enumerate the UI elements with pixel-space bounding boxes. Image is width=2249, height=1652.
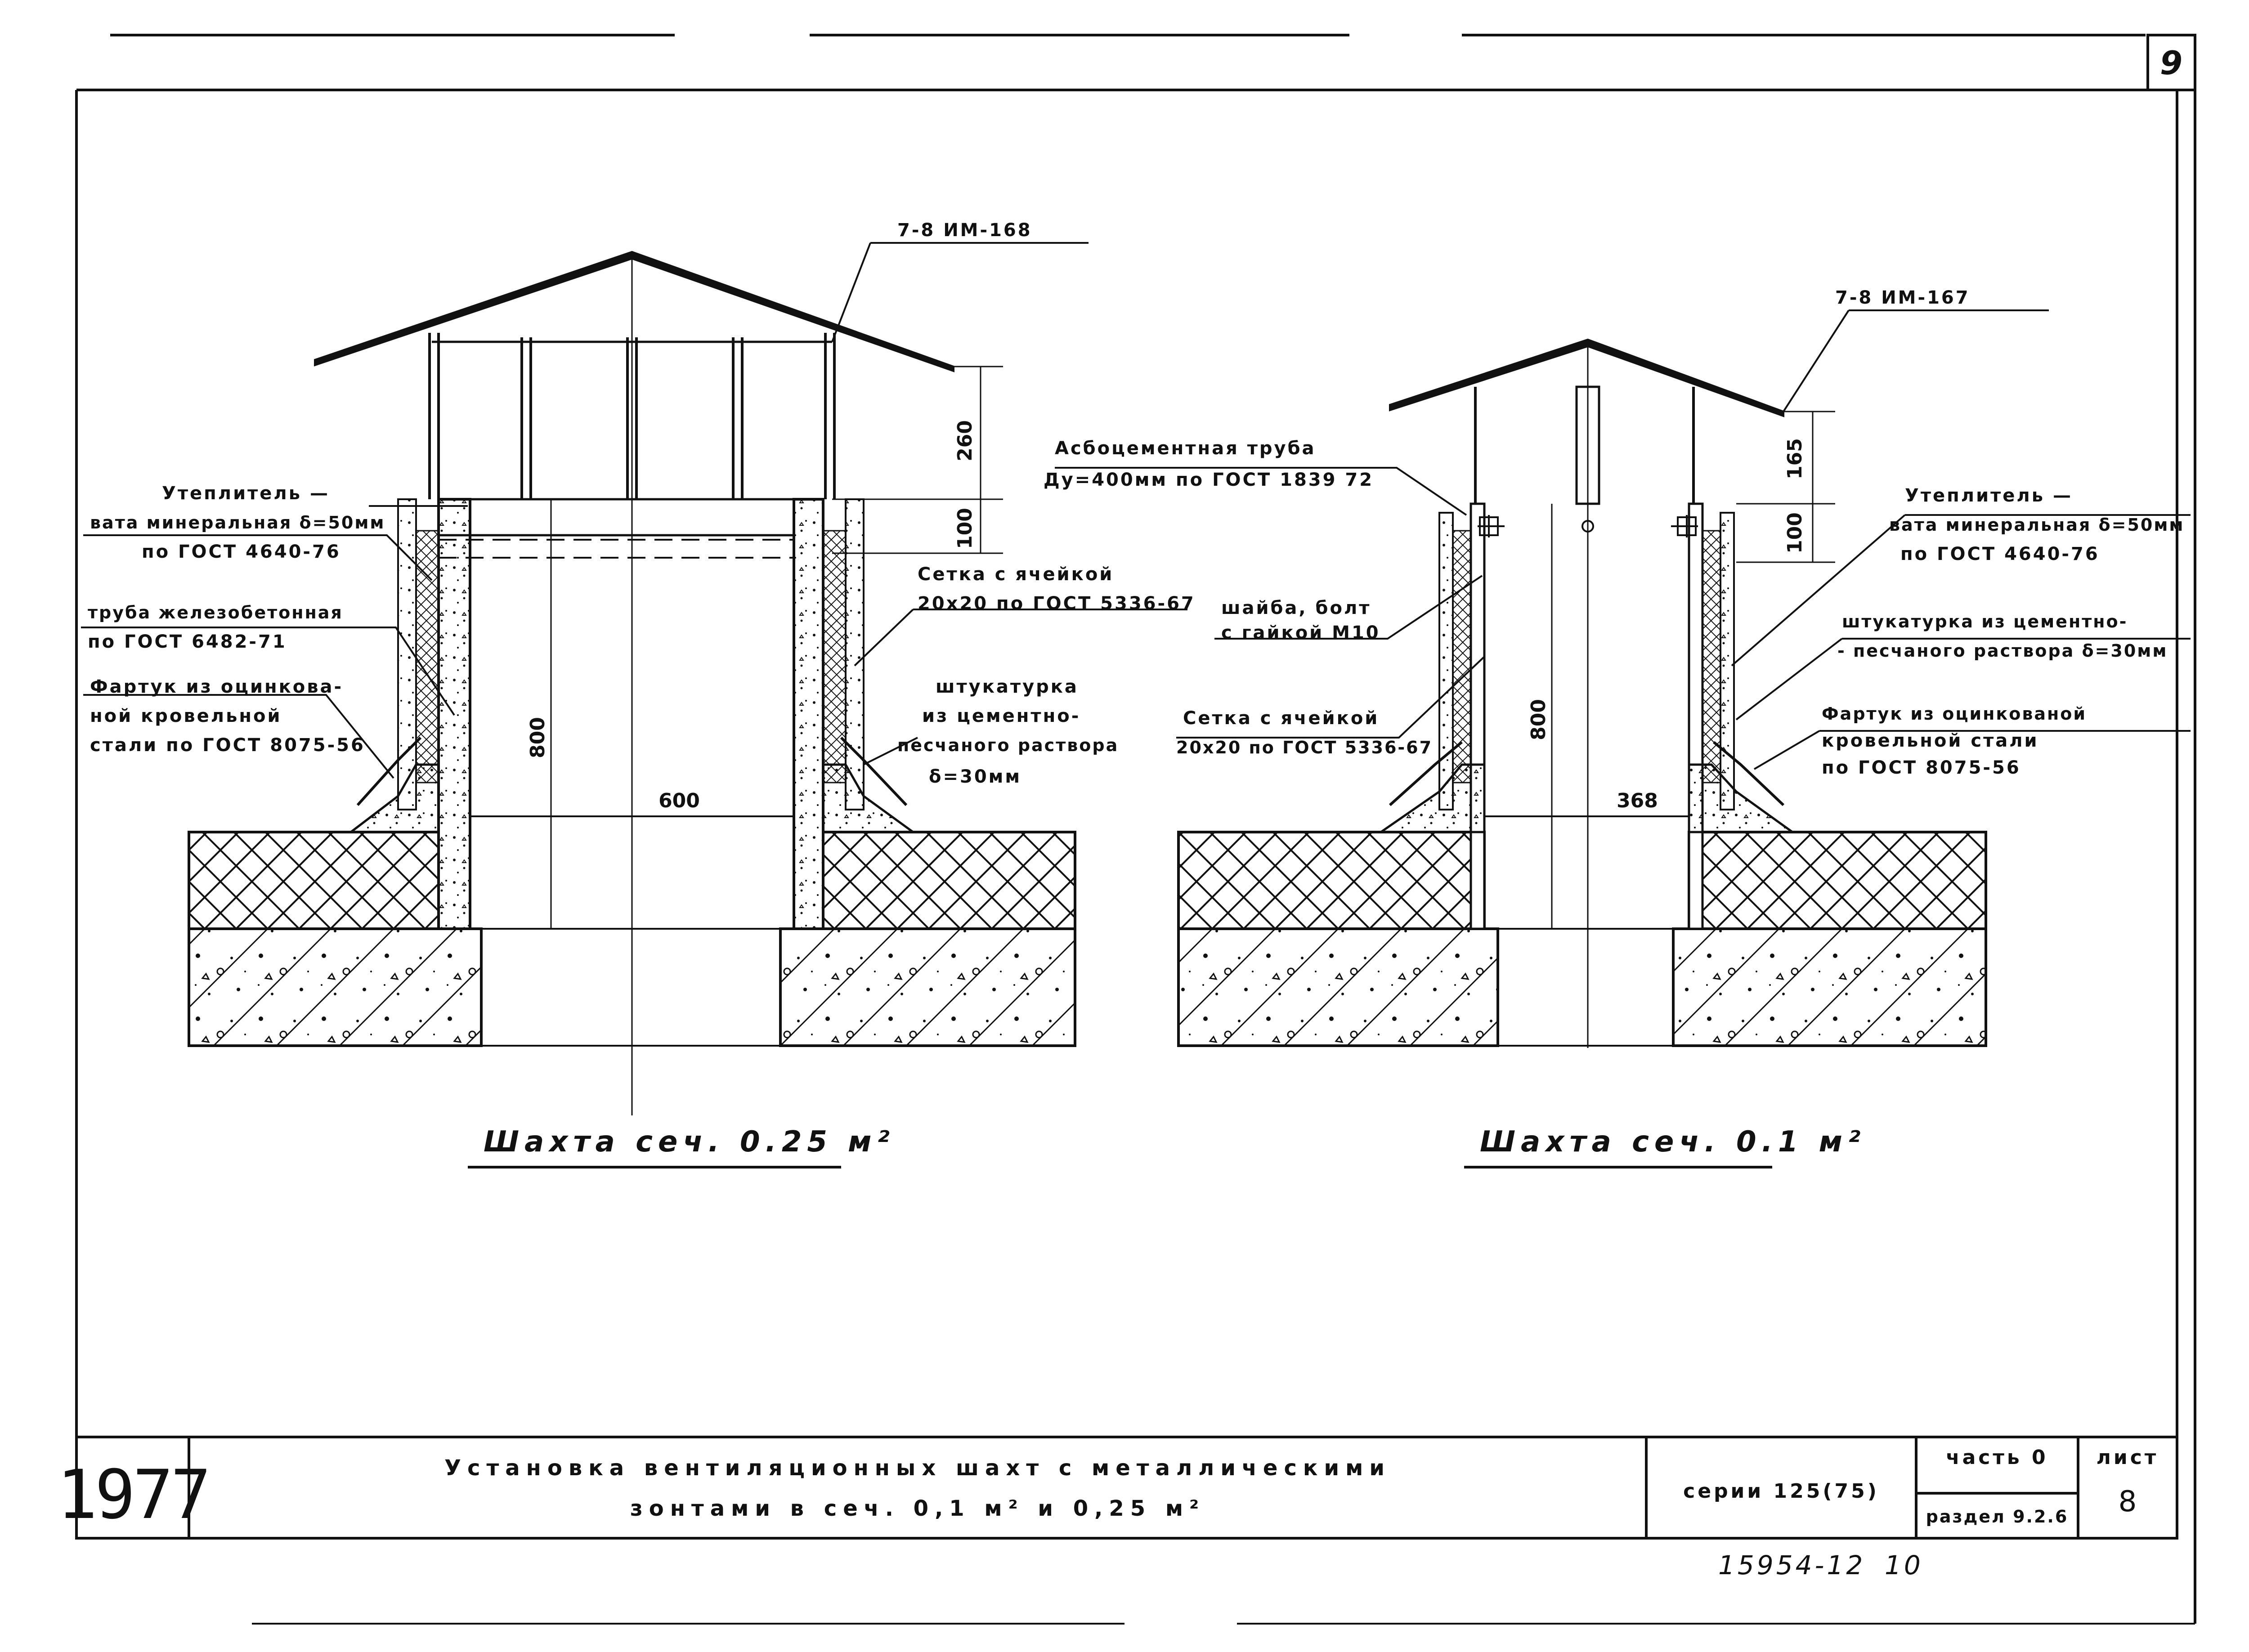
left-apron-label-3: стали по ГОСТ 8075-56 — [90, 735, 365, 756]
left-mesh-label-2: 20х20 по ГОСТ 5336-67 — [918, 593, 1196, 614]
left-insulation-right — [822, 530, 847, 783]
title-sheet-number: 8 — [2119, 1485, 2137, 1518]
left-slab-right — [779, 927, 1076, 1047]
right-mesh-label-2: 20х20 по ГОСТ 5336-67 — [1176, 738, 1433, 757]
title-line-1: Установка вентиляционных шахт с металлич… — [444, 1455, 1391, 1481]
right-mesh-label-1: Сетка с ячейкой — [1183, 708, 1379, 729]
right-dim-width: 368 — [1617, 789, 1658, 812]
left-apron-label-2: ной кровельной — [90, 706, 282, 726]
right-insulation-right — [1702, 530, 1721, 783]
right-insulation-label-1: Утеплитель — — [1905, 485, 2073, 506]
left-pipe-label-2: по ГОСТ 6482-71 — [88, 631, 287, 652]
left-hood-ref: 7-8 ИМ-168 — [897, 220, 1032, 241]
left-roof-insulation-right — [822, 831, 1076, 930]
left-caption: Шахта сеч. 0.25 м² — [484, 1125, 895, 1159]
right-roof-insulation-left — [1177, 831, 1486, 930]
right-plaster-label-1: штукатурка из цементно- — [1842, 612, 2128, 631]
right-dim-height: 800 — [1527, 699, 1550, 740]
title-part: часть 0 — [1946, 1446, 2048, 1469]
left-shaft-wall-right — [793, 498, 824, 930]
right-caption: Шахта сеч. 0.1 м² — [1480, 1125, 1866, 1159]
right-bolt-left — [1478, 515, 1505, 537]
right-insulation-label-3: по ГОСТ 4640-76 — [1900, 544, 2100, 564]
left-dim-height: 800 — [526, 717, 549, 758]
right-asbestos-label-1: Асбоцементная труба — [1055, 438, 1316, 459]
left-hood — [314, 251, 954, 372]
right-hood-ref: 7-8 ИМ-167 — [1835, 287, 1970, 308]
left-plaster-label-1: штукатурка — [936, 676, 1079, 697]
left-detail: 260 100 800 600 7-8 ИМ-168 Утеплитель — … — [81, 220, 1196, 1168]
sheet-frame — [75, 34, 2196, 1625]
right-pipe-wall-right — [1688, 502, 1704, 930]
right-asbestos-label-2: Ду=400мм по ГОСТ 1839 72 — [1044, 470, 1374, 490]
right-washer-label-1: шайба, болт — [1221, 598, 1371, 618]
right-insulation-label-2: вата минеральная δ=50мм — [1889, 515, 2184, 535]
right-insulation-left — [1452, 530, 1472, 783]
left-fillet-left — [347, 763, 440, 833]
right-detail: 165 100 800 368 7-8 ИМ-167 Асбоцементная… — [1044, 287, 2191, 1168]
right-bolt-right — [1671, 515, 1698, 537]
footer-code: 15954-12 — [1718, 1550, 1865, 1580]
right-slab-right — [1672, 927, 1987, 1047]
left-dim-collar: 100 — [954, 508, 977, 549]
left-pipe-label-1: труба железобетонная — [88, 603, 343, 622]
right-plaster-label-2: - песчаного раствора δ=30мм — [1837, 641, 2168, 661]
left-insulation-label-2: вата минеральная δ=50мм — [90, 513, 385, 533]
left-dim-width: 600 — [659, 789, 700, 812]
title-series: серии 125(75) — [1683, 1480, 1879, 1503]
right-apron-label-1: Фартук из оцинкованой — [1822, 704, 2087, 724]
right-fillet-left — [1377, 763, 1486, 833]
right-pipe-wall-left — [1469, 502, 1486, 930]
left-mesh-label-1: Сетка с ячейкой — [918, 564, 1114, 585]
footer-number: 10 — [1885, 1550, 1923, 1580]
corner-box — [2146, 34, 2196, 91]
left-plaster-label-3: песчаного раствора — [897, 735, 1119, 755]
left-dim-hood-height: 260 — [954, 420, 977, 461]
left-insulation-label-1: Утеплитель — — [162, 483, 330, 504]
corner-number: 9 — [2160, 44, 2182, 82]
left-fillet-right — [822, 763, 917, 833]
title-block: 1977 Установка вентиляционных шахт с мет… — [57, 1436, 2178, 1540]
left-apron-label-1: Фартук из оцинкова- — [90, 676, 343, 697]
left-insulation-label-3: по ГОСТ 4640-76 — [142, 542, 341, 562]
right-dim-collar: 100 — [1783, 512, 1806, 554]
right-apron-label-2: кровельной стали — [1822, 730, 2039, 751]
right-washer-label-2: с гайкой М10 — [1221, 622, 1380, 643]
right-fillet-right — [1688, 763, 1796, 833]
right-dim-hood-height: 165 — [1783, 438, 1806, 479]
left-roof-insulation-left — [188, 831, 440, 930]
left-plaster-label-4: δ=30мм — [929, 766, 1021, 787]
title-section: раздел 9.2.6 — [1926, 1507, 2069, 1527]
right-roof-insulation-right — [1688, 831, 1987, 930]
title-sheet-label: лист — [2097, 1446, 2159, 1469]
left-plaster-label-2: из цементно- — [922, 706, 1080, 726]
left-insulation-left — [415, 530, 439, 783]
left-slab-left — [188, 927, 483, 1047]
right-apron-label-3: по ГОСТ 8075-56 — [1822, 757, 2021, 778]
title-year: 1977 — [57, 1456, 208, 1534]
title-line-2: зонтами в сеч. 0,1 м² и 0,25 м² — [630, 1496, 1205, 1521]
right-slab-left — [1177, 927, 1499, 1047]
